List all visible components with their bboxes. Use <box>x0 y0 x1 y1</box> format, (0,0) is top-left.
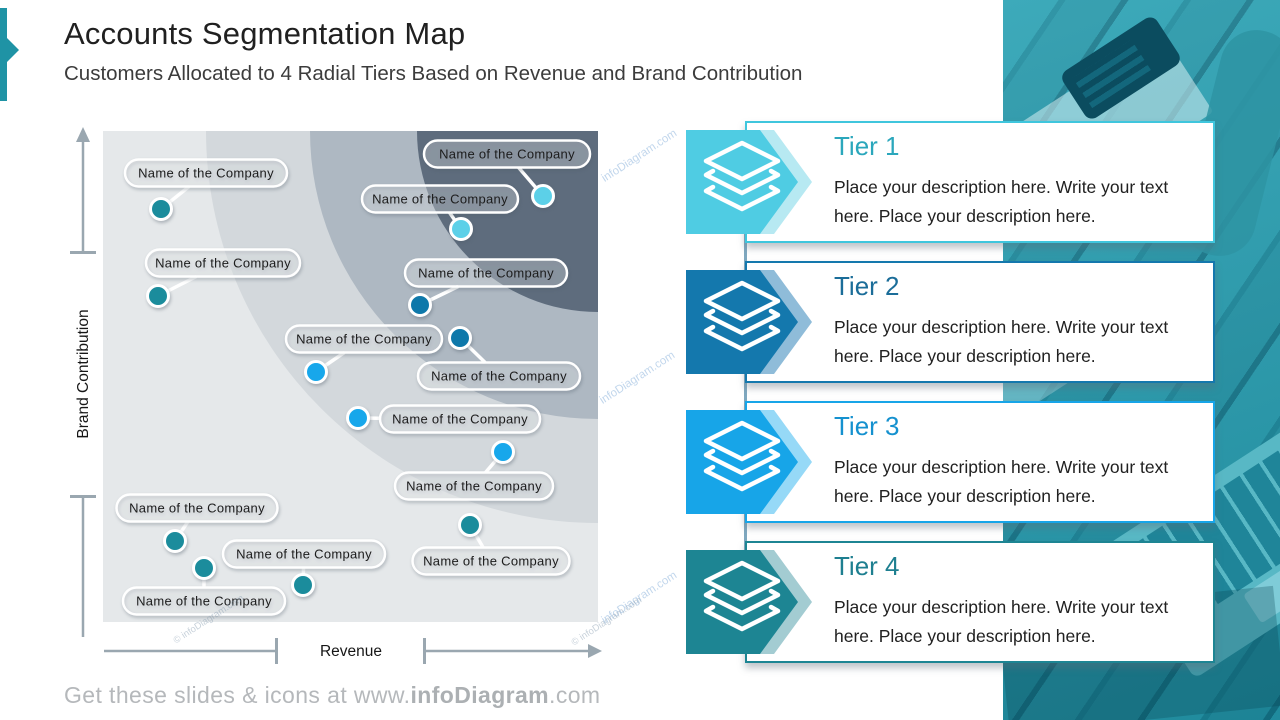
company-dot <box>346 406 370 430</box>
page-subtitle: Customers Allocated to 4 Radial Tiers Ba… <box>64 62 803 85</box>
layers-icon <box>686 270 816 374</box>
footer-brand: infoDiagram <box>410 682 550 708</box>
company-label: Name of the Company <box>155 256 291 271</box>
company-dot <box>491 440 515 464</box>
company-dot <box>449 217 473 241</box>
company-dot <box>291 573 315 597</box>
company-label-pill <box>411 546 571 576</box>
company-label-pill <box>121 586 287 616</box>
tier-band-1 <box>417 131 598 312</box>
tier-4-title: Tier 4 <box>834 551 900 581</box>
company-label-pill <box>115 493 279 523</box>
company-label: Name of the Company <box>296 332 432 347</box>
layers-icon <box>686 410 816 514</box>
company-dot <box>163 529 187 553</box>
company-dot <box>531 184 555 208</box>
tier-1-title: Tier 1 <box>834 131 900 161</box>
segmentation-chart: Brand Contribution Revenue Name of the C… <box>70 127 602 664</box>
tier-3-card: Tier 3 Place your description here. Writ… <box>745 401 1215 523</box>
x-axis-label: Revenue <box>320 643 382 660</box>
company-dot <box>146 284 170 308</box>
company-label-pill <box>416 361 582 391</box>
tier-4-description: Place your description here. Write your … <box>834 597 1169 646</box>
footer-prefix: Get these slides & icons at www. <box>64 682 411 708</box>
company-label-pill <box>393 471 555 501</box>
footer: Get these slides & icons at www.infoDiag… <box>64 682 601 709</box>
company-dot <box>149 197 173 221</box>
tier-2-card: Tier 2 Place your description here. Writ… <box>745 261 1215 383</box>
tier-2-description: Place your description here. Write your … <box>834 317 1169 366</box>
tier-3-title: Tier 3 <box>834 411 900 441</box>
company-label-pill <box>221 539 387 569</box>
company-label-pill <box>284 324 444 354</box>
company-label: Name of the Company <box>439 147 575 162</box>
company-label: Name of the Company <box>236 547 372 562</box>
page-title: Accounts Segmentation Map <box>64 16 466 51</box>
tier-connector-line <box>744 180 747 602</box>
tier-2-title: Tier 2 <box>834 271 900 301</box>
company-label-pill <box>422 139 592 169</box>
y-axis: Brand Contribution <box>70 127 96 637</box>
company-label: Name of the Company <box>392 412 528 427</box>
company-label: Name of the Company <box>406 479 542 494</box>
company-label: Name of the Company <box>418 266 554 281</box>
company-label-pill <box>360 184 520 214</box>
company-dot <box>458 513 482 537</box>
company-label-pill <box>378 404 542 434</box>
accent-chevron <box>0 8 19 101</box>
company-label: Name of the Company <box>129 501 265 516</box>
company-label: Name of the Company <box>431 369 567 384</box>
company-label: Name of the Company <box>138 166 274 181</box>
tier-1-card: Tier 1 Place your description here. Writ… <box>745 121 1215 243</box>
company-label: Name of the Company <box>136 594 272 609</box>
company-dot <box>192 556 216 580</box>
company-label: Name of the Company <box>423 554 559 569</box>
company-dot <box>448 326 472 350</box>
company-dot <box>408 293 432 317</box>
layers-icon <box>686 130 816 234</box>
tier-3-description: Place your description here. Write your … <box>834 457 1169 506</box>
tier-4-card: Tier 4 Place your description here. Writ… <box>745 541 1215 663</box>
x-axis: Revenue <box>104 638 602 664</box>
company-dot <box>304 360 328 384</box>
company-label: Name of the Company <box>372 192 508 207</box>
company-label-pill <box>123 158 289 188</box>
layers-icon <box>686 550 816 654</box>
tier-1-description: Place your description here. Write your … <box>834 177 1169 226</box>
footer-suffix: .com <box>549 682 601 708</box>
company-label-pill <box>403 258 569 288</box>
company-label-pill <box>144 248 302 278</box>
y-axis-label: Brand Contribution <box>75 309 92 438</box>
